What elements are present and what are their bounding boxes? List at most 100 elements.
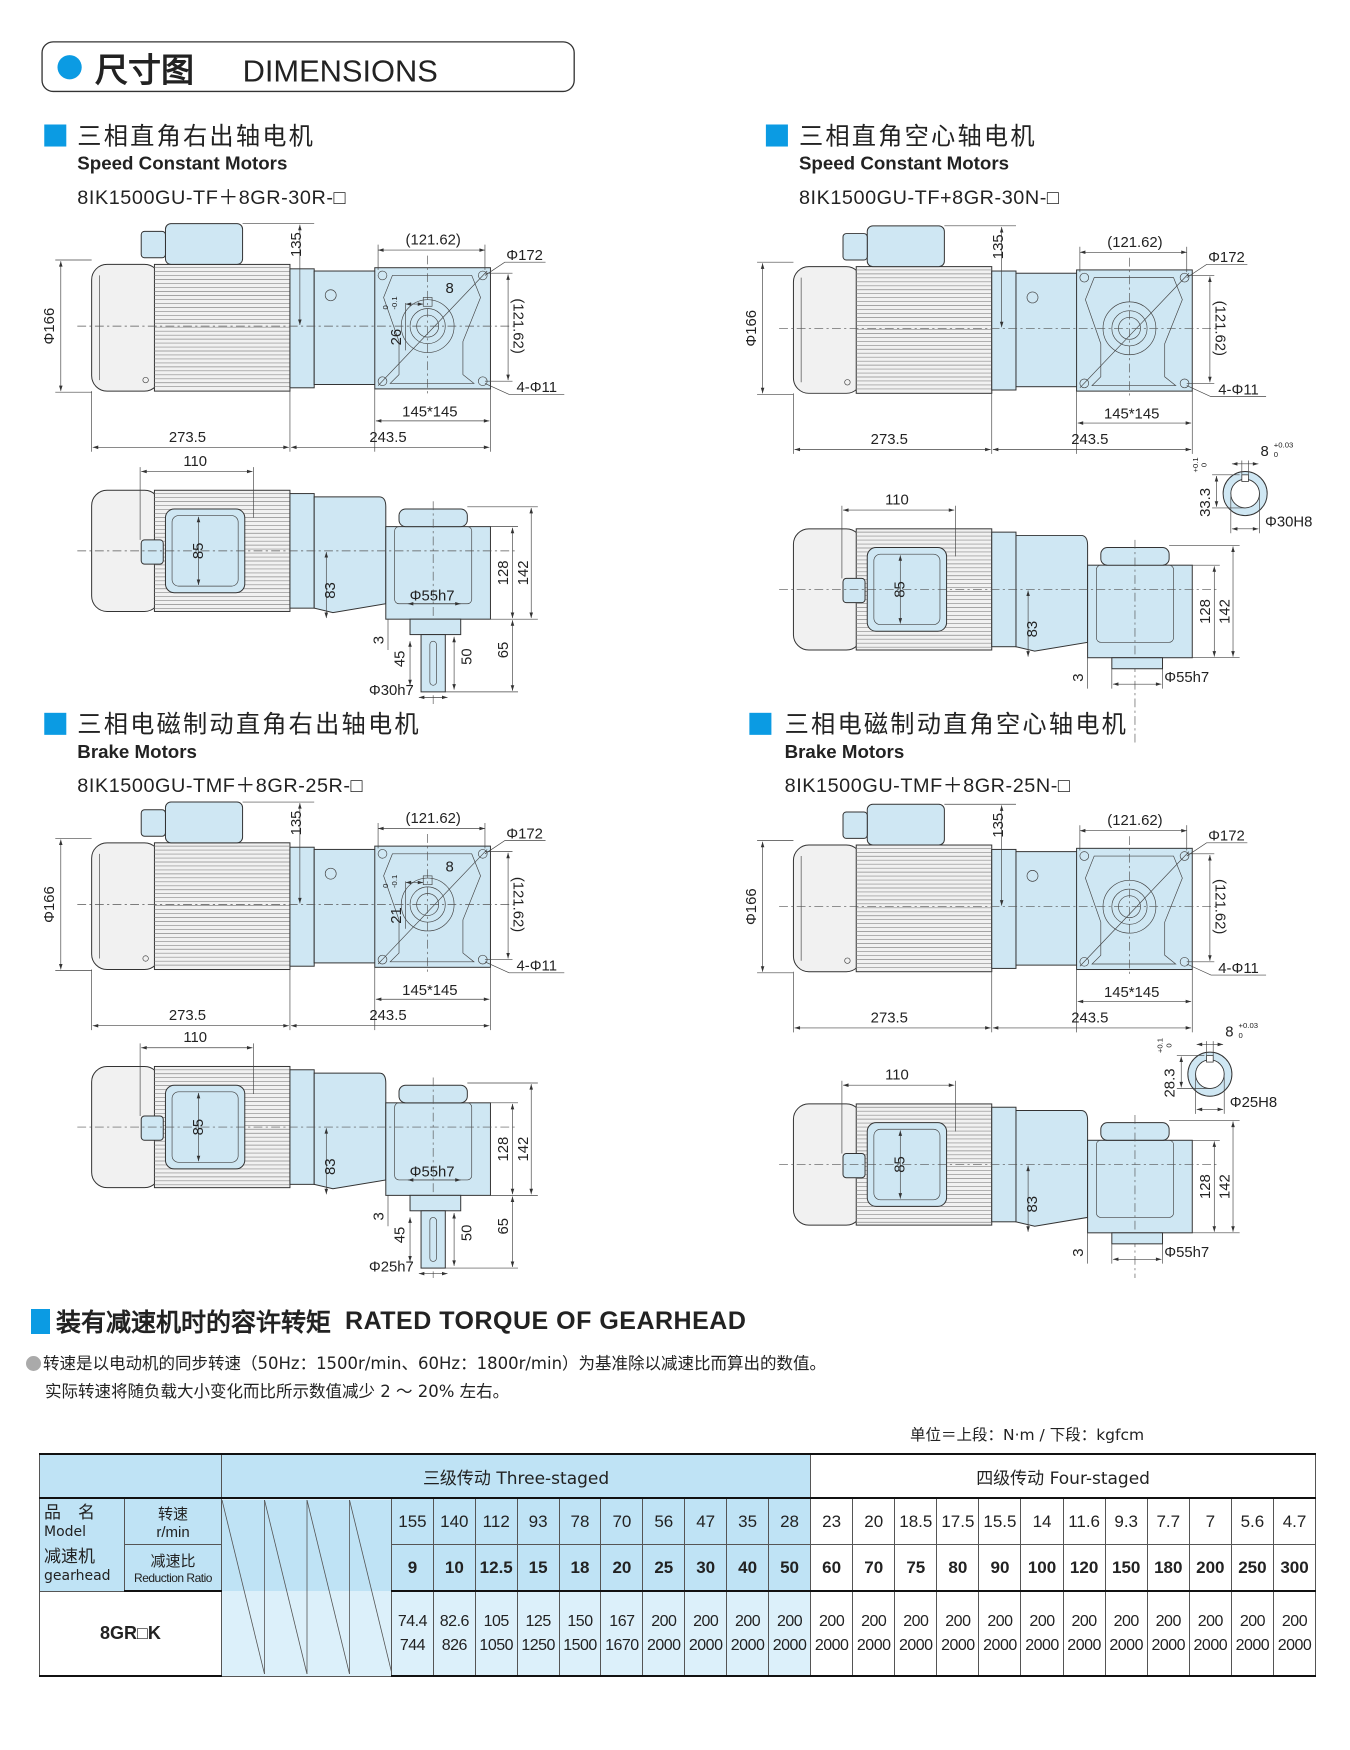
dim-bore-depth: 28.3 <box>1163 1069 1179 1098</box>
dim-243-5: 243.5 <box>1071 432 1108 448</box>
title-en: DIMENSIONS <box>243 54 438 89</box>
dim-3: 3 <box>1071 1249 1087 1257</box>
dim-phi172: Φ172 <box>506 248 543 264</box>
model-number: 8IK1500GU-TMF＋8GR-25R-□ <box>77 775 363 797</box>
section-title-cn: 三相直角右出轴电机 <box>77 122 315 150</box>
dim-142: 142 <box>516 560 532 585</box>
arrow-head <box>1179 1056 1184 1063</box>
arrow-head <box>1155 1257 1162 1262</box>
mounting-hole <box>377 849 388 859</box>
dim-bore-key-width-tol-lower: 0 <box>1274 450 1278 459</box>
dim-phi166: Φ166 <box>744 310 760 347</box>
ratio-value: 50 <box>768 1544 812 1592</box>
arrow-head <box>1026 1226 1030 1232</box>
dim-key-depth-tol-lower: -0.1 <box>390 875 399 888</box>
heading-square-icon <box>765 124 788 147</box>
arrow-head <box>418 1271 425 1276</box>
dim-bore-depth-tol-lower: 0 <box>1164 1043 1173 1047</box>
dim-bore-key-width-tol-lower: 0 <box>1239 1031 1243 1040</box>
motor-body <box>855 844 993 973</box>
hollow-shaft-boss <box>1111 657 1164 670</box>
arrow-head <box>843 508 849 512</box>
arrow-head <box>375 419 382 423</box>
arrow-head <box>196 1155 201 1162</box>
label-gearhead-cn: 减速机 <box>44 1546 95 1567</box>
mounting-hole <box>377 376 388 386</box>
speed-value: 5.6 <box>1230 1498 1274 1545</box>
torque-kgfcm: 1050 <box>479 1636 514 1654</box>
dim-121-horizontal: (121.62) <box>1107 813 1162 829</box>
arrow-head <box>1077 999 1084 1004</box>
gearbox-rib <box>383 853 481 963</box>
dimensions-title-box: 尺寸图 DIMENSIONS <box>41 41 575 93</box>
arrow-head <box>1252 527 1259 531</box>
speed-value: 9.3 <box>1104 1498 1148 1545</box>
arrow-head <box>483 1023 490 1028</box>
speed-value: 28 <box>768 1498 812 1545</box>
top-view-drawing: Φ166135(121.62)Φ172(121.62)4-Φ11145*1452… <box>744 225 1267 454</box>
leader-line <box>484 840 546 855</box>
torque-nm: 200 <box>903 1612 929 1630</box>
arrow-head <box>291 1023 297 1028</box>
torque-nm: 125 <box>525 1612 552 1630</box>
speed-value: 140 <box>432 1498 476 1545</box>
ratio-value: 90 <box>978 1544 1022 1592</box>
leader-line <box>484 383 565 395</box>
section-title-cn: 三相直角空心轴电机 <box>799 122 1037 150</box>
arrow-head <box>1077 421 1084 425</box>
arrow-head <box>999 805 1004 811</box>
dim-50: 50 <box>460 1225 476 1242</box>
arrow-head <box>510 685 515 691</box>
motor-body <box>153 263 291 392</box>
leader-line <box>484 261 546 276</box>
arrow-head <box>510 620 515 626</box>
ratio-value: 75 <box>894 1544 938 1592</box>
arrow-head <box>1112 1257 1119 1262</box>
arrow-head <box>59 964 63 970</box>
speed-value: 23 <box>810 1498 854 1545</box>
cable-gland <box>140 230 166 259</box>
speed-value: 17.5 <box>936 1498 980 1545</box>
speed-value: 47 <box>684 1498 728 1545</box>
output-flange <box>409 618 462 636</box>
arrow-head <box>298 897 302 904</box>
torque-kgfcm: 1500 <box>563 1636 597 1654</box>
torque-nm: 200 <box>1155 1612 1182 1630</box>
dim-273-5: 273.5 <box>169 430 206 446</box>
arrow-head <box>506 374 510 381</box>
arrow-head <box>59 261 63 267</box>
speed-value: 20 <box>852 1498 896 1545</box>
section-title-en: Speed Constant Motors <box>77 153 287 174</box>
arrow-head <box>324 551 329 558</box>
arrow-head <box>1217 1042 1224 1047</box>
heading-square-icon <box>44 124 67 147</box>
note-text-1: 转速是以电动机的同步转速（50Hz：1500r/min、60Hz：1800r/m… <box>43 1354 827 1373</box>
arrow-head <box>92 1023 99 1028</box>
heading-square-icon <box>749 712 772 735</box>
speed-value: 14 <box>1020 1498 1064 1545</box>
mounting-hole <box>377 270 388 281</box>
arrow-head <box>283 1023 289 1028</box>
speed-value: 7 <box>1188 1498 1232 1545</box>
arrow-head <box>1196 1107 1203 1112</box>
arrow-head <box>408 1255 412 1262</box>
dim-142: 142 <box>516 1137 532 1162</box>
arrow-head <box>1252 462 1259 466</box>
arrow-head <box>898 1193 903 1199</box>
label-ratio-en: Reduction Ratio <box>134 1571 212 1585</box>
torque-nm: 200 <box>651 1612 677 1630</box>
model-number: 8IK1500GU-TF+8GR-30N-□ <box>799 187 1059 209</box>
dim-phi55h7: Φ55h7 <box>1164 670 1209 686</box>
speed-value: 155 <box>391 1498 434 1545</box>
arrow-head <box>483 997 490 1002</box>
dim-phi172: Φ172 <box>1208 829 1245 845</box>
dim-phi172: Φ172 <box>506 826 543 842</box>
